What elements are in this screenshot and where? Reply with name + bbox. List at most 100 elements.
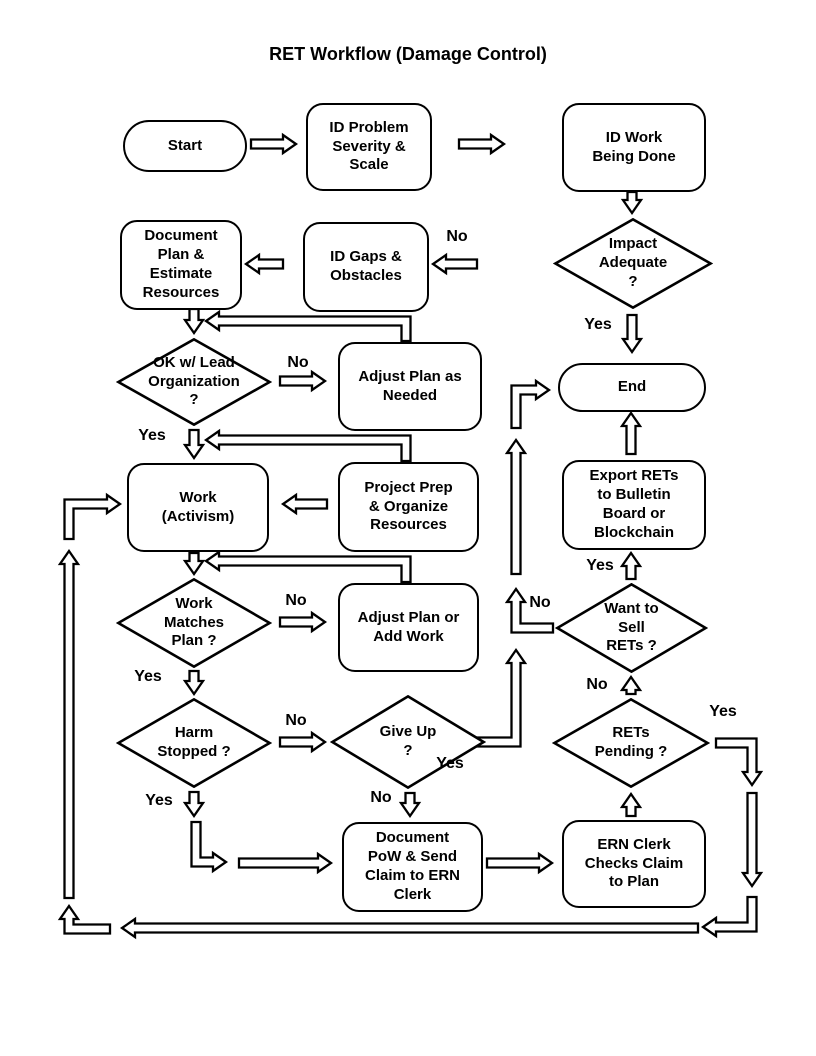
- diamond-shape: [555, 583, 708, 673]
- arrow-work-to-work-matches: [182, 551, 206, 577]
- node-label: Adjust Plan as Needed: [358, 367, 462, 404]
- edge-label-harm-yes: Yes: [145, 792, 173, 809]
- diamond-shape: [116, 698, 272, 788]
- edge-label-work-matches-no: No: [285, 592, 307, 609]
- arrow-merge-to-end: [510, 378, 552, 430]
- arrow-impact-no-to-id-gaps: [430, 252, 479, 276]
- edge-label-rets-pending-yes: Yes: [709, 703, 737, 720]
- edge-label-ok-lead-no: No: [287, 354, 309, 371]
- node-label: Document Plan & Estimate Resources: [142, 227, 220, 301]
- arrow-document-pow-to-ern: [485, 851, 555, 875]
- arrow-document-plan-to-ok-lead: [182, 307, 206, 336]
- edge-label-give-up-no: No: [370, 789, 392, 806]
- arrow-ok-lead-no-to-adjust: [278, 369, 328, 393]
- diamond-shape: [330, 695, 486, 789]
- arrow-give-up-no-down: [398, 791, 422, 819]
- node-id-gaps-obstacles: ID Gaps & Obstacles: [303, 222, 429, 312]
- node-document-plan: Document Plan & Estimate Resources: [120, 220, 242, 310]
- node-label: ID Problem Severity & Scale: [329, 118, 409, 174]
- arrow-merge-up-long: [504, 437, 528, 576]
- arrow-give-up-yes-up: [466, 647, 528, 748]
- arrow-ern-clerk-to-rets-pending: [619, 791, 643, 818]
- node-label: Give Up ?: [379, 723, 437, 759]
- arrow-work-matches-yes-to-harm: [182, 669, 206, 697]
- node-id-problem-severity: ID Problem Severity & Scale: [306, 103, 432, 191]
- diamond-shape: [116, 578, 272, 668]
- edge-label-ok-lead-yes: Yes: [138, 427, 166, 444]
- node-document-pow-send-claim: Document PoW & Send Claim to ERN Clerk: [342, 822, 483, 912]
- arrow-export-to-end: [619, 410, 643, 456]
- decision-ok-with-lead-organization: OK w/ Lead Organization ?: [116, 338, 272, 426]
- node-label: ERN Clerk Checks Claim to Plan: [584, 835, 684, 891]
- decision-want-to-sell-rets: Want to Sell RETs ?: [555, 583, 708, 673]
- edge-label-want-sell-yes: Yes: [586, 557, 614, 574]
- node-id-work-being-done: ID Work Being Done: [562, 103, 706, 192]
- node-label: Export RETs to Bulletin Board or Blockch…: [589, 467, 679, 541]
- node-label: Want to Sell RETs ?: [604, 599, 659, 655]
- arrow-want-sell-yes-to-export: [619, 550, 643, 581]
- node-export-rets: Export RETs to Bulletin Board or Blockch…: [562, 460, 706, 550]
- edge-label-impact-yes: Yes: [584, 316, 612, 333]
- node-label: Start: [167, 136, 203, 154]
- diamond-shape: [116, 338, 272, 426]
- node-label: Impact Adequate ?: [598, 235, 668, 290]
- node-adjust-plan-or-add-work: Adjust Plan or Add Work: [338, 583, 479, 672]
- decision-work-matches-plan: Work Matches Plan ?: [116, 578, 272, 668]
- edge-label-rets-pending-no: No: [586, 676, 608, 693]
- node-label: Harm Stopped ?: [157, 724, 231, 760]
- diamond-shape: [553, 218, 713, 309]
- arrow-want-sell-no-up: [504, 586, 555, 634]
- arrow-work-matches-no-to-adjust: [278, 610, 328, 634]
- diamond-shape: [552, 698, 710, 788]
- arrow-bottom-long-left: [119, 916, 700, 940]
- node-label: Document PoW & Send Claim to ERN Clerk: [364, 829, 460, 903]
- node-label: RETs Pending ?: [594, 724, 668, 760]
- node-label: End: [617, 378, 647, 396]
- diagram-title: RET Workflow (Damage Control): [269, 44, 547, 64]
- arrow-harm-no-to-give-up: [278, 730, 328, 754]
- node-label: OK w/ Lead Organization ?: [148, 353, 240, 409]
- edge-label-harm-no: No: [285, 712, 307, 729]
- arrow-id-work-to-impact: [620, 190, 644, 216]
- arrow-adjust-add-return: [203, 549, 412, 584]
- node-ern-clerk-checks-claim: ERN Clerk Checks Claim to Plan: [562, 820, 706, 908]
- node-label: ID Work Being Done: [592, 128, 676, 165]
- edge-label-want-sell-no: No: [529, 594, 551, 611]
- arrow-project-prep-return: [203, 428, 412, 463]
- arrow-bottom-corner-up: [57, 903, 112, 935]
- arrow-start-to-id-problem: [249, 132, 299, 156]
- decision-harm-stopped: Harm Stopped ?: [116, 698, 272, 788]
- node-label: Work Matches Plan ?: [163, 594, 225, 650]
- arrow-left-to-work: [63, 492, 123, 541]
- arrow-harm-yes-down: [182, 790, 206, 819]
- node-work-activism: Work (Activism): [127, 463, 269, 552]
- decision-give-up: Give Up ?: [330, 695, 486, 789]
- node-start: Start: [123, 120, 247, 172]
- arrow-impact-yes-to-end: [620, 313, 644, 355]
- node-end: End: [558, 363, 706, 412]
- arrow-right-to-bottom-corner: [700, 895, 758, 939]
- node-label: Adjust Plan or Add Work: [357, 608, 460, 645]
- node-project-prep-organize: Project Prep & Organize Resources: [338, 462, 479, 552]
- arrow-harm-yes-corner: [190, 820, 229, 874]
- arrow-adjust-needed-return: [203, 309, 412, 343]
- arrow-id-gaps-to-document-plan: [243, 252, 285, 276]
- arrow-id-problem-to-id-work: [457, 132, 507, 156]
- arrow-rets-pending-no-to-want-sell: [619, 674, 643, 696]
- node-adjust-plan-as-needed: Adjust Plan as Needed: [338, 342, 482, 431]
- node-label: Project Prep & Organize Resources: [364, 478, 453, 534]
- edge-label-impact-no: No: [446, 228, 468, 245]
- edge-label-give-up-yes: Yes: [436, 755, 464, 772]
- decision-rets-pending: RETs Pending ?: [552, 698, 710, 788]
- edge-label-work-matches-yes: Yes: [134, 668, 162, 685]
- node-label: Work (Activism): [161, 488, 235, 525]
- arrow-rets-pending-yes-right: [714, 737, 764, 788]
- decision-impact-adequate: Impact Adequate ?: [553, 218, 713, 309]
- node-label: ID Gaps & Obstacles: [330, 248, 402, 284]
- arrow-right-down-long: [740, 791, 764, 889]
- arrow-to-document-pow: [237, 851, 334, 875]
- arrow-project-prep-to-work: [280, 492, 329, 516]
- arrow-left-up-long: [57, 548, 81, 900]
